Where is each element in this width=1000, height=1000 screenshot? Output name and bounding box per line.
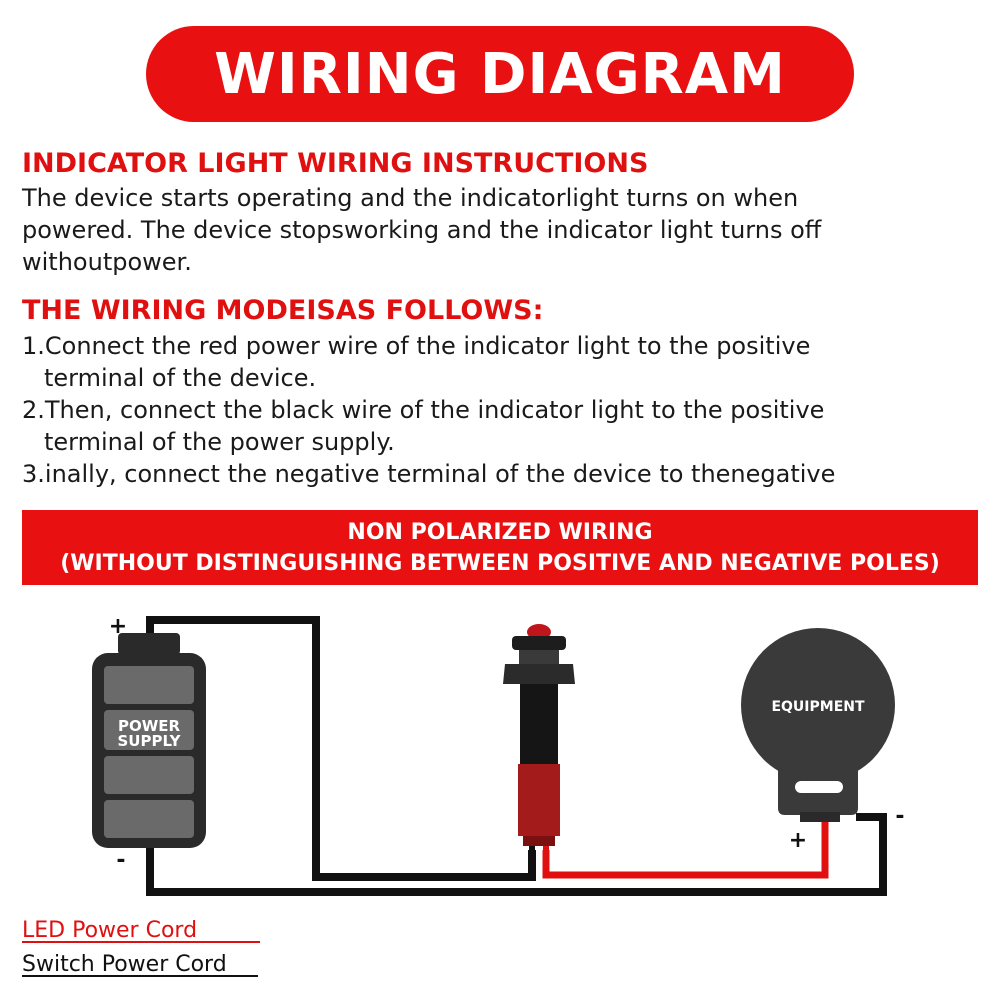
indicator-pin-black (529, 846, 535, 854)
step-3: 3.inally, connect the negative terminal … (22, 458, 982, 490)
battery-cell (104, 666, 194, 704)
equipment-slot (795, 781, 843, 793)
instructions-line: powered. The device stopsworking and the… (22, 216, 822, 244)
led-power-cord-wire (542, 820, 829, 879)
battery-minus-to-equipment-wire (146, 813, 887, 896)
indicator-nut (503, 664, 575, 684)
indicator-pin-red (543, 846, 549, 854)
indicator-base (523, 836, 555, 846)
instructions-line: withoutpower. (22, 248, 192, 276)
equipment-plus-sign: + (789, 828, 807, 853)
equipment-label: EQUIPMENT (771, 699, 865, 715)
indicator-light (503, 624, 575, 854)
legend-switch-line (22, 975, 258, 977)
step-1: 1.Connect the red power wire of the indi… (22, 330, 982, 394)
battery-cell (104, 756, 194, 794)
battery-plus-to-light-wire (146, 616, 536, 881)
step-1-line1: 1.Connect the red power wire of the indi… (22, 332, 811, 360)
battery-plus-sign: + (109, 614, 127, 639)
step-2: 2.Then, connect the black wire of the in… (22, 394, 982, 458)
battery-label-power: POWER (118, 717, 181, 735)
indicator-thread (519, 650, 559, 664)
instructions-text: The device starts operating and the indi… (22, 182, 922, 278)
banner-line-2: (WITHOUT DISTINGUISHING BETWEEN POSITIVE… (60, 551, 940, 576)
battery-minus-sign: - (116, 848, 125, 873)
instructions-line: The device starts operating and the indi… (22, 184, 799, 212)
switch-power-cord-wires (146, 616, 887, 896)
equipment-minus-sign: - (895, 804, 904, 829)
battery-cell (104, 800, 194, 838)
battery-cap (118, 633, 180, 655)
wiring-mode-heading: THE WIRING MODEISAS FOLLOWS: (22, 295, 544, 326)
page-title: WIRING DIAGRAM (214, 41, 786, 107)
step-3-line1: 3.inally, connect the negative terminal … (22, 460, 836, 488)
indicator-body (518, 764, 560, 836)
banner-line-1: NON POLARIZED WIRING (347, 520, 653, 545)
indicator-bezel (512, 636, 566, 650)
equipment-device: EQUIPMENT + - (741, 628, 905, 853)
power-supply-battery: POWER SUPPLY + - (92, 614, 206, 873)
indicator-stem (520, 684, 558, 764)
step-2-line2: terminal of the power supply. (44, 428, 395, 456)
title-banner: WIRING DIAGRAM (146, 26, 854, 122)
equipment-body (741, 628, 895, 782)
legend-led-power-cord: LED Power Cord (22, 918, 198, 943)
instructions-heading: INDICATOR LIGHT WIRING INSTRUCTIONS (22, 148, 649, 179)
battery-cell (104, 710, 194, 750)
equipment-connector (800, 812, 840, 822)
legend-led-line (22, 941, 260, 943)
battery-label-supply: SUPPLY (117, 732, 181, 750)
non-polarized-banner: NON POLARIZED WIRING (WITHOUT DISTINGUIS… (22, 510, 978, 585)
legend-switch-power-cord: Switch Power Cord (22, 952, 227, 977)
step-1-line2: terminal of the device. (44, 364, 317, 392)
step-2-line1: 2.Then, connect the black wire of the in… (22, 396, 825, 424)
